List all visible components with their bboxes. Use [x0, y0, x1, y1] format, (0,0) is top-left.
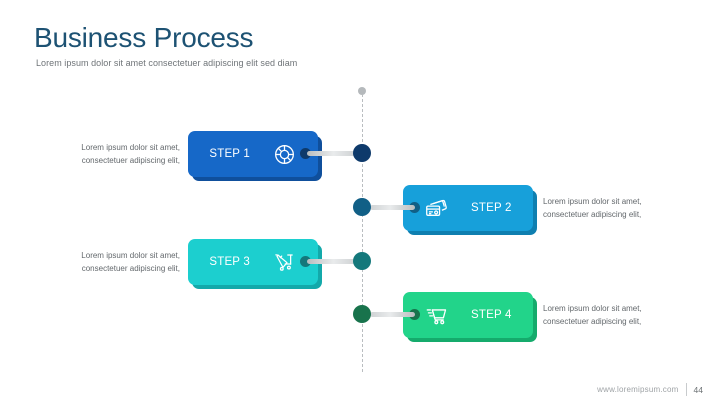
process-step-row: Lorem ipsum dolor sit amet, consectetuer…	[0, 131, 720, 187]
process-step-row: STEP 2 Lorem ipsum dolor sit amet, conse…	[0, 185, 720, 241]
timeline-dot[interactable]	[353, 144, 371, 162]
connector-nub	[300, 148, 311, 159]
timeline-cap-dot	[358, 87, 366, 95]
shopping-cart-icon	[424, 303, 448, 327]
step-card-face[interactable]: STEP 2	[403, 185, 533, 231]
page-title: Business Process	[34, 22, 254, 53]
step-card[interactable]: STEP 4	[403, 292, 537, 342]
connector-bar	[370, 312, 415, 317]
step-label: STEP 4	[471, 309, 512, 321]
footer-divider	[685, 383, 687, 396]
connector-bar	[370, 205, 415, 210]
step-card[interactable]: STEP 1	[188, 131, 322, 181]
step-label: STEP 3	[209, 256, 250, 268]
step-description: Lorem ipsum dolor sit amet, consectetuer…	[543, 304, 642, 327]
footer-url[interactable]: www.loremipsum.com	[597, 385, 679, 394]
timeline-dot[interactable]	[353, 305, 371, 323]
step-description: Lorem ipsum dolor sit amet, consectetuer…	[81, 143, 180, 166]
timeline-dashed-line	[362, 94, 363, 372]
step-card-face[interactable]: STEP 1	[188, 131, 318, 177]
connector-nub	[300, 256, 311, 267]
process-step-row: STEP 4 Lorem ipsum dolor sit amet, conse…	[0, 292, 720, 348]
page-number: 44	[693, 384, 703, 395]
step-card-face[interactable]: STEP 4	[403, 292, 533, 338]
connector-bar	[307, 259, 355, 264]
timeline-dot[interactable]	[353, 198, 371, 216]
step-label: STEP 1	[209, 148, 250, 160]
process-step-row: Lorem ipsum dolor sit amet, consectetuer…	[0, 239, 720, 295]
page-subtitle: Lorem ipsum dolor sit amet consectetuer …	[36, 58, 298, 68]
step-label: STEP 2	[471, 202, 512, 214]
lifebuoy-icon	[273, 142, 297, 166]
credit-card-icon	[424, 196, 448, 220]
step-card-face[interactable]: STEP 3	[188, 239, 318, 285]
footer: www.loremipsum.com 44	[597, 383, 703, 396]
step-card[interactable]: STEP 2	[403, 185, 537, 235]
step-description: Lorem ipsum dolor sit amet, consectetuer…	[81, 251, 180, 274]
timeline-dot[interactable]	[353, 252, 371, 270]
step-description: Lorem ipsum dolor sit amet, consectetuer…	[543, 197, 642, 220]
step-card[interactable]: STEP 3	[188, 239, 322, 289]
connector-bar	[307, 151, 355, 156]
hand-truck-icon	[273, 250, 297, 274]
